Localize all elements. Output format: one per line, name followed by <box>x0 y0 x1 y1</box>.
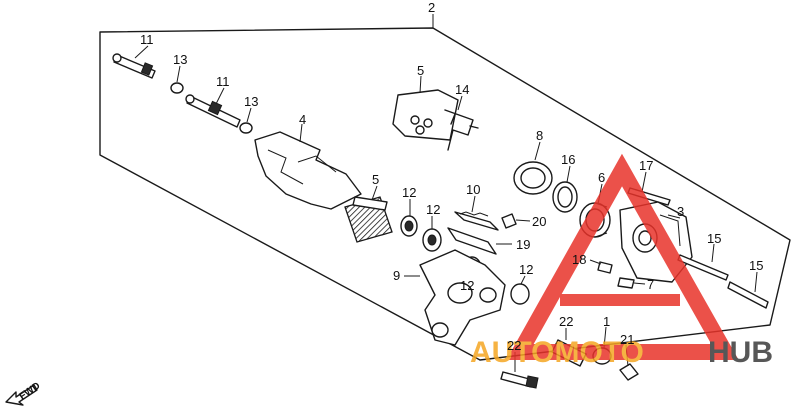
pin-15-lower <box>727 271 769 309</box>
callout-11a: 11 <box>140 32 154 47</box>
callout-2: 2 <box>428 0 435 15</box>
callout-3: 3 <box>677 204 684 219</box>
bleeder-20 <box>501 213 531 229</box>
boot-12-d <box>510 275 530 305</box>
callout-12a: 12 <box>402 185 416 200</box>
callout-12b: 12 <box>426 202 440 217</box>
bushing-13-upper <box>170 65 184 94</box>
caliper-bracket-9 <box>404 249 506 346</box>
callout-11b: 11 <box>216 74 230 89</box>
callout-5a: 5 <box>417 63 424 78</box>
callout-10: 10 <box>466 182 480 197</box>
callout-5b: 5 <box>372 172 379 187</box>
bolt-22-lower <box>500 352 539 389</box>
seal-8 <box>513 141 553 195</box>
callout-7: 7 <box>647 277 654 292</box>
fwd-label: FWD <box>17 380 42 402</box>
callout-22a: 22 <box>559 314 573 329</box>
boot-12-b <box>422 216 442 252</box>
bolt-18 <box>589 259 613 274</box>
callout-15a: 15 <box>707 231 721 246</box>
callout-18: 18 <box>572 252 586 267</box>
automotohub-watermark: AUTOMOTO HUB <box>470 153 773 369</box>
ring-16 <box>552 165 578 213</box>
callout-20: 20 <box>532 214 546 229</box>
watermark-text-dark: HUB <box>708 336 773 369</box>
callout-13b: 13 <box>244 94 258 109</box>
callout-12d: 12 <box>519 262 533 277</box>
watermark-triangle-icon <box>506 153 739 360</box>
brake-pad-5-upper <box>392 75 459 141</box>
callout-19: 19 <box>516 237 530 252</box>
callout-4: 4 <box>299 112 306 127</box>
callout-22b: 22 <box>507 338 521 353</box>
brake-pad-5-lower <box>344 185 393 243</box>
bolt-7 <box>617 277 646 289</box>
callout-13a: 13 <box>173 52 187 67</box>
callout-21: 21 <box>620 332 634 347</box>
callout-12c: 12 <box>460 278 474 293</box>
callout-1: 1 <box>603 314 610 329</box>
callout-17: 17 <box>639 158 653 173</box>
callout-6: 6 <box>598 170 605 185</box>
retainer-19 <box>447 227 512 255</box>
callout-15b: 15 <box>749 258 763 273</box>
callout-16: 16 <box>561 152 575 167</box>
bushing-13-lower <box>239 107 253 134</box>
shim-10 <box>454 195 499 231</box>
watermark-text-colored: AUTOMOTO <box>470 336 644 369</box>
pin-11-lower <box>185 87 241 128</box>
callout-8: 8 <box>536 128 543 143</box>
boot-12-a <box>400 199 418 237</box>
forward-arrow-icon: FWD <box>5 380 42 406</box>
callout-14: 14 <box>455 82 469 97</box>
pin-11-upper <box>112 45 156 79</box>
bracket-plate-4 <box>254 123 362 210</box>
pad-spring-14 <box>444 95 479 151</box>
callout-9: 9 <box>393 268 400 283</box>
